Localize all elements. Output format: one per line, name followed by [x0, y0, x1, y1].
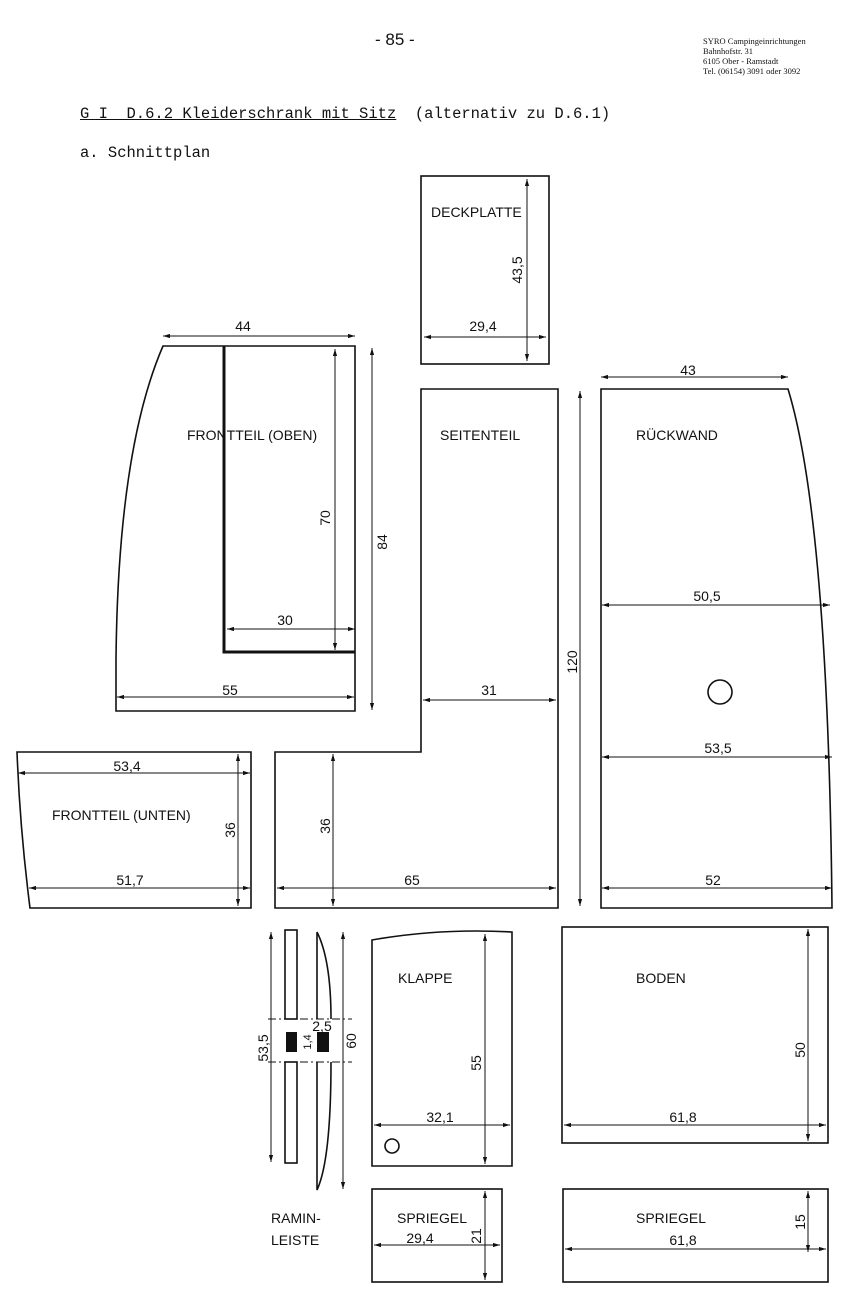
dim-label: 55 — [468, 1055, 484, 1071]
dim-label: 50 — [792, 1042, 808, 1058]
part-outline — [384, 1138, 400, 1154]
part-rueckwand: RÜCKWAND 43 50,5 53,5 52 — [600, 362, 833, 909]
part-deckplatte: DECKPLATTE 43,5 29,4 — [420, 175, 550, 365]
part-outline — [274, 388, 559, 909]
part-boden: BODEN 50 61,8 — [561, 926, 829, 1144]
dim-label: 2,5 — [312, 1018, 332, 1034]
part-spriegel-large: SPRIEGEL 61,8 15 — [562, 1188, 829, 1283]
part-frontteil-unten: FRONTTEIL (UNTEN) 53,4 36 51,7 — [16, 751, 252, 909]
dim-label: 61,8 — [669, 1232, 696, 1248]
dim-label: 120 — [564, 650, 580, 674]
dim-label: 15 — [792, 1214, 808, 1230]
company-line: Tel. (06154) 3091 oder 3092 — [703, 66, 801, 76]
company-line: SYRO Campingeinrichtungen — [703, 36, 806, 46]
part-label: FRONTTEIL (OBEN) — [187, 427, 317, 443]
part-outline — [561, 926, 829, 1144]
part-label: KLAPPE — [398, 970, 452, 986]
dim-label: 31 — [481, 682, 497, 698]
part-outline — [562, 1188, 829, 1283]
part-label: SEITENTEIL — [440, 427, 520, 443]
part-outline — [371, 1188, 503, 1283]
section-subtitle: a. Schnittplan — [80, 144, 211, 162]
company-line: 6105 Ober - Ramstadt — [703, 56, 779, 66]
dim-label: 51,7 — [116, 872, 143, 888]
part-outline — [600, 388, 833, 909]
company-address: SYRO Campingeinrichtungen Bahnhofstr. 31… — [703, 36, 806, 76]
dim-label: 65 — [404, 872, 420, 888]
dim-label: 36 — [317, 818, 333, 834]
dim-label: 44 — [235, 318, 251, 334]
part-outline — [284, 929, 298, 1020]
part-label: BODEN — [636, 970, 686, 986]
part-outline — [371, 930, 513, 1167]
dim-label: 30 — [277, 612, 293, 628]
part-label: LEISTE — [271, 1232, 319, 1248]
part-outline — [222, 346, 355, 654]
dim-label: 21 — [468, 1228, 484, 1244]
part-spriegel-small: SPRIEGEL 29,4 21 — [371, 1188, 503, 1283]
dim-label: 53,4 — [113, 758, 140, 774]
part-raminleiste: 53,5 1,4 2,5 60 RAMIN- LEISTE — [255, 929, 359, 1248]
dim-label: 1,4 — [302, 1034, 314, 1049]
part-outline — [316, 931, 332, 1020]
page-number: - 85 - — [375, 30, 415, 49]
part-outline — [420, 175, 550, 365]
dim-label: 53,5 — [255, 1034, 271, 1061]
page-title: G I D.6.2 Kleiderschrank mit Sitz (alter… — [80, 105, 610, 123]
part-label: SPRIEGEL — [636, 1210, 706, 1226]
dim-label: 61,8 — [669, 1109, 696, 1125]
dim-label: 55 — [222, 682, 238, 698]
part-label: RAMIN- — [271, 1210, 321, 1226]
part-outline — [16, 751, 252, 909]
dim-label: 43,5 — [509, 256, 525, 283]
part-frontteil-oben: FRONTTEIL (OBEN) 44 70 84 30 55 — [115, 318, 390, 712]
dim-label: 53,5 — [704, 740, 731, 756]
dim-label: 32,1 — [426, 1109, 453, 1125]
dim-label: 52 — [705, 872, 721, 888]
dim-label: 36 — [222, 822, 238, 838]
dim-label: 43 — [680, 362, 696, 378]
part-label: FRONTTEIL (UNTEN) — [52, 807, 191, 823]
part-label: RÜCKWAND — [636, 426, 718, 443]
dim-label: 60 — [343, 1033, 359, 1049]
part-outline — [284, 1061, 298, 1164]
part-outline — [286, 1032, 297, 1052]
part-label: SPRIEGEL — [397, 1210, 467, 1226]
part-outline — [316, 1061, 332, 1191]
part-outline — [115, 345, 356, 712]
company-line: Bahnhofstr. 31 — [703, 46, 754, 56]
part-outline — [317, 1032, 329, 1052]
dim-label: 50,5 — [693, 588, 720, 604]
title-main: G I D.6.2 Kleiderschrank mit Sitz — [80, 105, 397, 123]
dim-label: 84 — [374, 534, 390, 550]
part-seitenteil: SEITENTEIL 120 31 36 65 — [274, 388, 583, 909]
dim-label: 29,4 — [406, 1230, 433, 1246]
part-klappe: KLAPPE 55 32,1 — [371, 930, 513, 1167]
dim-label: 29,4 — [469, 318, 496, 334]
part-outline — [707, 679, 733, 705]
title-note: (alternativ zu D.6.1) — [396, 105, 611, 123]
dim-label: 70 — [317, 510, 333, 526]
part-label: DECKPLATTE — [431, 204, 522, 220]
